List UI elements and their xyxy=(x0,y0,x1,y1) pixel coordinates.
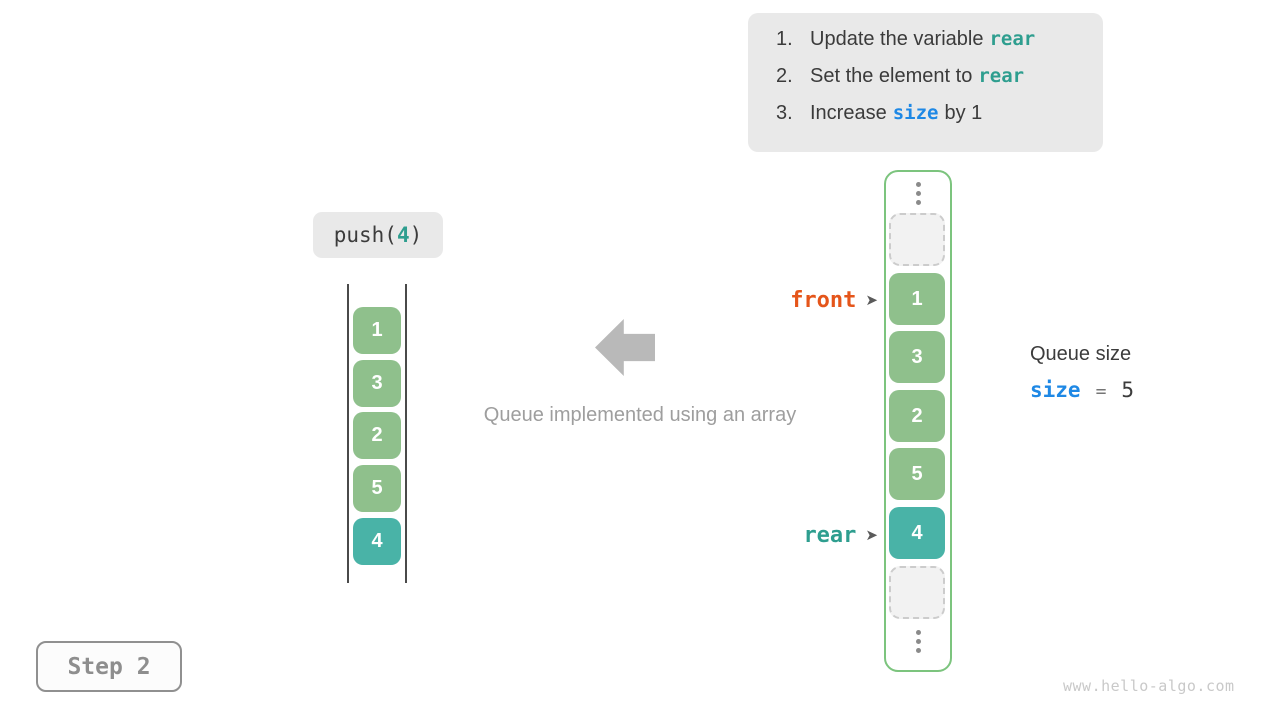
queue-size-title: Queue size xyxy=(1030,343,1132,365)
watermark: www.hello-algo.com xyxy=(1063,677,1235,695)
instruction-number: 2. xyxy=(776,65,793,87)
push-suffix: ) xyxy=(409,223,423,247)
size-value: 5 xyxy=(1121,378,1135,402)
ellipsis-top-icon xyxy=(886,182,950,205)
code-token-rear: rear xyxy=(978,65,1025,87)
queue-element: 5 xyxy=(353,465,401,512)
front-pointer: front ➤ xyxy=(760,286,878,314)
equals-sign: = xyxy=(1095,381,1107,402)
code-token-rear: rear xyxy=(989,28,1036,50)
instruction-text: Increase xyxy=(810,102,887,124)
instruction-item-3: 3. Increase size by 1 xyxy=(776,102,1103,139)
push-arg: 4 xyxy=(396,223,410,247)
instruction-number: 1. xyxy=(776,28,793,50)
queue-element-pushed: 4 xyxy=(353,518,401,565)
step-label: Step 2 xyxy=(67,653,151,680)
code-token-size: size xyxy=(892,102,939,124)
rear-pointer: rear ➤ xyxy=(760,521,878,549)
queue-element: 1 xyxy=(353,307,401,354)
queue-size-panel: Queue size size = 5 xyxy=(1030,343,1134,402)
caption: Queue implemented using an array xyxy=(483,404,797,426)
pointer-arrow-icon: ➤ xyxy=(865,526,878,544)
instruction-item-1: 1. Update the variable rear xyxy=(776,28,1103,65)
step-badge: Step 2 xyxy=(36,641,182,692)
array-cell: 1 xyxy=(889,273,945,325)
push-call-label: push(4) xyxy=(313,212,443,258)
size-variable: size xyxy=(1030,378,1081,402)
array-cell-empty xyxy=(889,213,945,266)
instruction-number: 3. xyxy=(776,102,793,124)
instructions-panel: 1. Update the variable rear 2. Set the e… xyxy=(748,13,1103,152)
queue-element: 3 xyxy=(353,360,401,407)
abstract-queue-view: 1 3 2 5 4 xyxy=(347,284,407,583)
instruction-text: by 1 xyxy=(944,102,983,124)
pointer-arrow-icon: ➤ xyxy=(865,291,878,309)
queue-size-expression: size = 5 xyxy=(1030,378,1134,402)
front-label: front xyxy=(790,287,857,313)
ellipsis-bottom-icon xyxy=(886,630,950,653)
push-prefix: push( xyxy=(333,223,397,247)
instruction-text: Update the variable xyxy=(810,28,984,50)
array-cell: 3 xyxy=(889,331,945,383)
rear-label: rear xyxy=(803,522,857,548)
instruction-item-2: 2. Set the element to rear xyxy=(776,65,1103,102)
array-cell-empty xyxy=(889,566,945,619)
array-cell: 5 xyxy=(889,448,945,500)
array-cell-pushed: 4 xyxy=(889,507,945,559)
queue-element: 2 xyxy=(353,412,401,459)
array-cell: 2 xyxy=(889,390,945,442)
instruction-text: Set the element to xyxy=(810,65,973,87)
array-container: 1 3 2 5 4 xyxy=(884,170,952,672)
left-block-arrow-icon xyxy=(595,319,655,376)
